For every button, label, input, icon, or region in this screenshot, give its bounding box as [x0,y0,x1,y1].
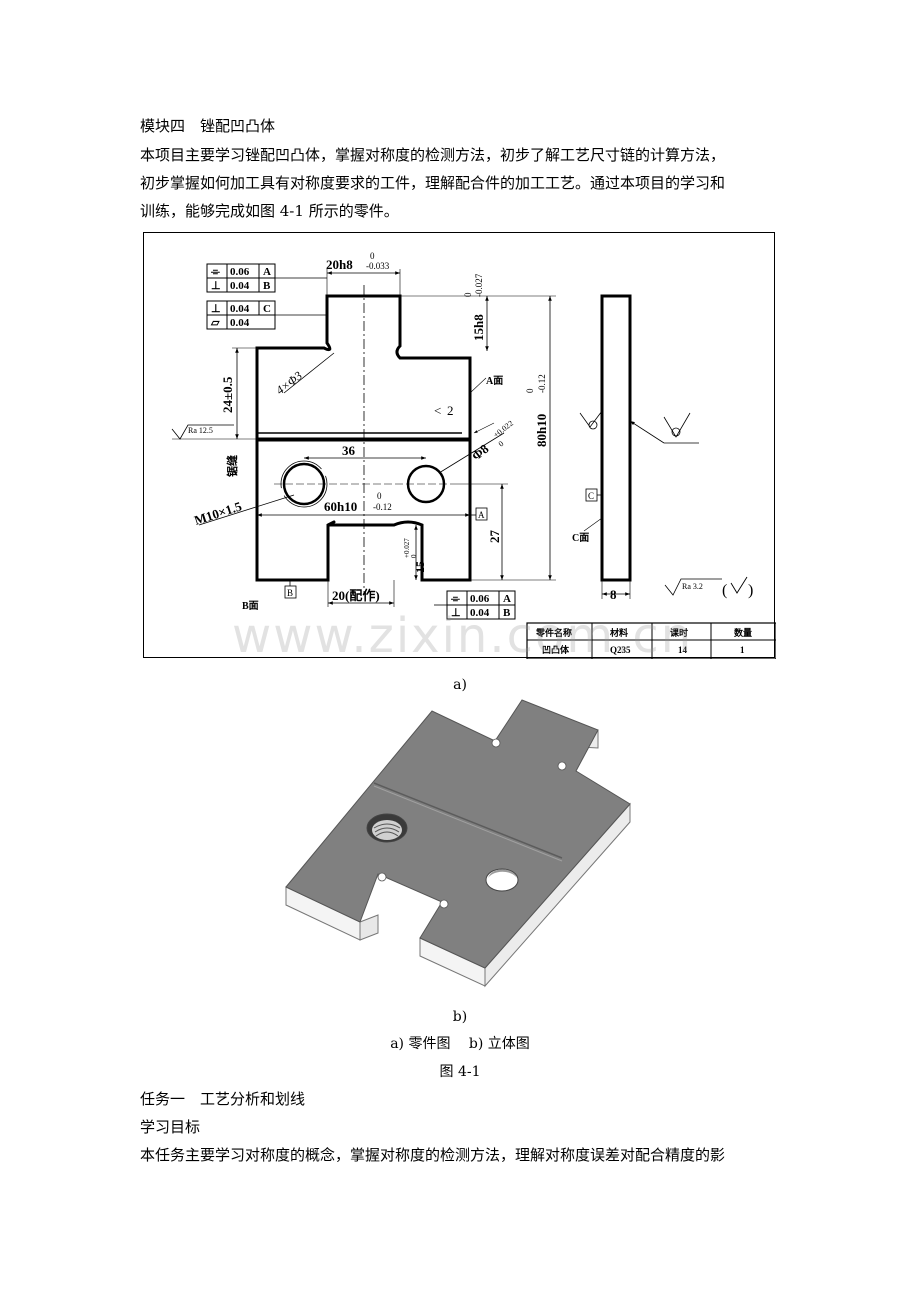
caption-b: b) [452,1009,468,1025]
tol-20h8-upper: 0 [370,251,375,261]
tol-60h10-lower: -0.12 [373,502,392,512]
gap-angle: < [434,403,441,418]
tol-20h8-lower: -0.033 [366,261,390,271]
side-view [600,294,632,582]
svg-text:⊥: ⊥ [211,303,221,315]
tol-phi8-upper: +0.022 [492,419,515,440]
caption-ab: a) 零件图 b) 立体图 [390,1036,530,1052]
svg-text:): ) [748,582,753,599]
svg-text:⊥: ⊥ [451,607,461,619]
tb-value-hours: 14 [678,645,688,655]
lower-part-outline [255,438,472,582]
svg-text:0.04: 0.04 [230,303,250,315]
fcf-bottom: ⌯ 0.06 A ⊥ 0.04 B [434,590,516,620]
tol-80h10-upper: 0 [525,388,535,393]
svg-text:0.06: 0.06 [470,593,490,605]
tb-header-material: 材料 [609,627,628,638]
figure-label: 图 4-1 [439,1064,481,1080]
dim-15h8: 15h8 [471,314,486,341]
svg-text:0.06: 0.06 [230,266,250,278]
isometric-svg [285,699,631,988]
dim-20-fit: 20(配作) [332,588,380,603]
svg-text:A: A [503,593,511,605]
dim-m10: M10×1.5 [192,498,244,528]
fcf-top: ⌯ 0.06 A ⊥ 0.04 B [206,263,327,293]
label-b-face: B面 [242,600,259,612]
tol-15-lower: 0 [410,554,418,558]
svg-text:0.04: 0.04 [230,317,250,329]
svg-text:⌯: ⌯ [210,266,220,278]
task-title: 任务一 工艺分析和划线 [140,1090,306,1108]
watermark: www.zixin.com.cn [232,608,694,664]
tol-60h10-upper: 0 [377,491,382,501]
goal-title: 学习目标 [140,1118,201,1136]
svg-text:Ra 3.2: Ra 3.2 [682,582,703,591]
datum-a-box [475,507,488,521]
svg-text:A: A [263,266,271,278]
tb-value-material: Q235 [610,645,631,655]
svg-text:Ra 12.5: Ra 12.5 [188,426,213,435]
intro-line-2: 初步掌握如何加工具有对称度要求的工件，理解配合件的加工工艺。通过本项目的学习和 [140,174,726,192]
dim-15: 15 [413,561,427,573]
dim-80h10: 80h10 [534,414,549,447]
title-block: 零件名称 材料 课时 数量 凹凸体 Q235 14 1 [526,622,776,659]
datum-b: B [287,588,293,598]
dim-20h8: 20h8 [326,257,353,272]
svg-text:⊥: ⊥ [211,280,221,292]
intro-line-1: 本项目主要学习锉配凹凸体，掌握对称度的检测方法，初步了解工艺尺寸链的计算方法， [140,146,726,164]
isometric-view [280,694,640,998]
caption-a: a) [453,677,467,693]
datum-a: A [478,510,485,520]
svg-text:C: C [263,303,271,315]
label-c-face: C面 [572,532,589,544]
goal-text: 本任务主要学习对称度的概念，掌握对称度的检测方法，理解对称度误差对配合精度的影 [140,1146,726,1164]
drawing-svg: ⌯ 0.06 A ⊥ 0.04 B ⊥ 0.04 C ▱ 0.04 20h8 0… [171,251,776,659]
svg-text:(: ( [722,582,727,599]
svg-text:▱: ▱ [210,317,220,329]
tb-header-hours: 课时 [670,627,688,638]
svg-text:B: B [263,280,271,292]
svg-text:⌯: ⌯ [450,593,460,605]
dim-8: 8 [610,587,617,602]
label-a-face: A面 [486,375,503,387]
dim-36: 36 [342,443,356,458]
intro-line-3: 训练，能够完成如图 4-1 所示的零件。 [140,202,399,220]
module-heading: 模块四 锉配凹凸体 [140,117,276,135]
tol-phi8-lower: 0 [497,439,506,449]
tb-value-name: 凹凸体 [542,644,570,655]
dim-24: 24±0.5 [220,376,235,413]
tol-80h10-lower: -0.12 [537,374,547,393]
svg-text:0.04: 0.04 [230,280,250,292]
fcf-mid: ⊥ 0.04 C ▱ 0.04 [206,300,327,330]
ra-3-2-symbol: Ra 3.2 ( ) [664,576,753,599]
dim-27: 27 [487,530,502,544]
datum-b-box [284,585,297,599]
tb-header-qty: 数量 [734,627,752,638]
tol-15h8-lower: -0.027 [474,273,484,297]
svg-text:B: B [503,607,511,619]
svg-text:0.04: 0.04 [470,607,490,619]
part-drawing: ⌯ 0.06 A ⊥ 0.04 B ⊥ 0.04 C ▱ 0.04 20h8 0… [143,232,776,659]
tol-15h8-upper: 0 [463,292,473,297]
iso-smooth-hole [485,868,519,892]
dim-4xphi3: 4×Φ3 [273,368,305,397]
dim-gap: 2 [447,403,454,418]
tb-header-name: 零件名称 [535,627,572,638]
ra-12-5-symbol: Ra 12.5 [171,424,257,440]
tb-value-qty: 1 [740,645,745,655]
dim-phi8: Φ8 [469,441,492,464]
side-roughness-symbols [579,410,699,444]
tol-15-upper: +0.027 [403,538,411,558]
datum-c: C [588,491,594,501]
dim-60h10: 60h10 [324,499,357,514]
label-saw: 锯缝 [225,455,239,477]
